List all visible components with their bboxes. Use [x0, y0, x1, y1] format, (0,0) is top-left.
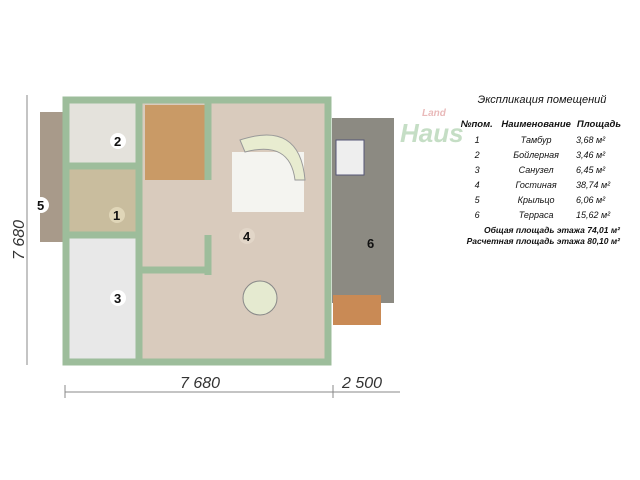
boiler-room [66, 100, 137, 165]
porch [40, 112, 65, 242]
svg-text:3: 3 [114, 291, 121, 306]
walls [62, 96, 332, 366]
total-area: Общая площадь этажа 74,01 м² [484, 225, 620, 235]
room-marker-1: 1 [109, 207, 125, 223]
svg-text:1: 1 [113, 208, 120, 223]
room-marker-2: 2 [110, 133, 126, 149]
legend-header: №пом. Наименование Площадь [460, 118, 622, 130]
dining-table [242, 280, 278, 316]
svg-text:6: 6 [367, 236, 374, 251]
bottom-dimension: 7 680 [180, 375, 220, 392]
terrace-table [335, 139, 365, 176]
bathroom [66, 237, 137, 362]
room-marker-4: 4 [239, 228, 255, 244]
svg-text:2: 2 [114, 134, 121, 149]
sofa [239, 134, 306, 181]
room-marker-6: 6 [363, 235, 379, 251]
dimension-lines [26, 95, 400, 398]
room-marker-5: 5 [33, 197, 49, 213]
terrace-steps [333, 295, 381, 325]
legend-title: Экспликация помещений [477, 94, 607, 106]
svg-text:4: 4 [243, 229, 251, 244]
vestibule [66, 168, 137, 234]
room-marker-3: 3 [110, 290, 126, 306]
room-legend-table: Экспликация помещений №пом. Наименование… [452, 94, 632, 247]
calculated-area: Расчетная площадь этажа 80,10 м² [466, 236, 620, 246]
staircase [145, 105, 205, 180]
terrace-dimension: 2 500 [341, 375, 382, 392]
left-dimension: 7 680 [11, 220, 28, 260]
svg-text:5: 5 [37, 198, 44, 213]
